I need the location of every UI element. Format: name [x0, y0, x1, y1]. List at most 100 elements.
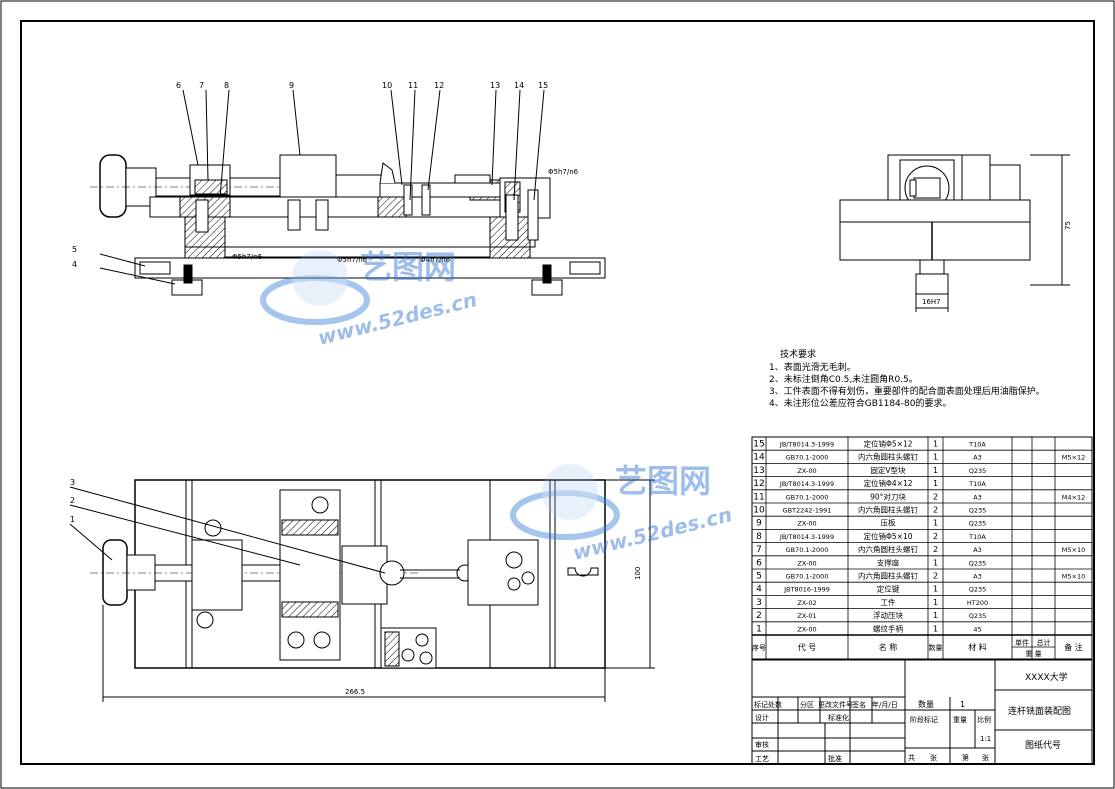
top-balloons: 3 2 1 100 266.5 — [70, 478, 642, 696]
bom-cell-name: 内六角圆柱头螺钉 — [858, 452, 918, 462]
bom-cell-qty: 1 — [933, 611, 938, 620]
tech-item-2: 2、未标注倒角C0.5,未注圆角R0.5。 — [769, 373, 918, 385]
tb-approve: 批准 — [828, 754, 842, 763]
balloon-3: 3 — [70, 478, 75, 487]
bom-cell-qty: 1 — [933, 466, 938, 475]
bom-cell-name: 工件 — [881, 597, 896, 607]
bom-cell-note: M5×12 — [1062, 454, 1085, 462]
bom-cell-code: GB70.1-2000 — [786, 546, 829, 554]
bom-cell-note: M4×12 — [1062, 493, 1085, 501]
bom-header-no: 序号 — [752, 643, 766, 652]
bom-cell-code: GB70.1-2000 — [786, 573, 829, 581]
balloon-4: 4 — [72, 260, 77, 269]
bom-cell-qty: 2 — [933, 572, 938, 581]
bom-cell-code: ZX-02 — [797, 599, 816, 607]
bom-cell-code: GBT2242-1991 — [783, 507, 832, 515]
bom-cell-qty: 2 — [933, 545, 938, 554]
bom-cell-no: 2 — [756, 611, 762, 621]
bom-cell-code: ZX-01 — [797, 612, 816, 620]
front-view — [90, 89, 606, 296]
bom-cell-qty: 1 — [933, 453, 938, 462]
bom-cell-code: ZX-00 — [797, 559, 816, 567]
fit-label-4: Φ4h7/n6 — [420, 256, 451, 264]
bom-cell-material: Q235 — [969, 520, 987, 528]
bom-cell-material: A3 — [973, 546, 982, 554]
title-block — [751, 659, 1093, 765]
bom-cell-no: 1 — [756, 624, 762, 634]
bom-cell-name: 内六角圆柱头螺钉 — [858, 505, 918, 515]
tech-requirements: 技术要求 1、表面光滑无毛刺。 2、未标注倒角C0.5,未注圆角R0.5。 3、… — [769, 348, 1045, 409]
tb-mark: 标记 — [754, 700, 768, 709]
bom-cell-qty: 1 — [933, 440, 938, 449]
fit-label-2: Φ5h7/n6 — [232, 253, 263, 261]
tb-sheet: 张 — [930, 753, 937, 762]
tb-date: 年/月/日 — [872, 700, 898, 709]
bom-cell-material: A3 — [973, 493, 982, 501]
tb-drawing-name: 连杆铣面装配图 — [1008, 705, 1071, 717]
bom-cell-material: A3 — [973, 573, 982, 581]
bom-cell-no: 5 — [756, 572, 762, 582]
bom-cell-no: 11 — [753, 492, 764, 502]
tb-check: 审核 — [755, 740, 769, 749]
bom-header-code: 代 号 — [798, 642, 817, 652]
tb-count: 处数 — [768, 700, 782, 709]
balloon-14: 14 — [514, 81, 524, 90]
tb-drawing-code: 图纸代号 — [1025, 739, 1061, 751]
tb-process: 工艺 — [755, 755, 769, 763]
bom-cell-qty: 2 — [933, 532, 938, 541]
bom-header-note: 备 注 — [1064, 642, 1083, 652]
tb-total: 共 — [908, 753, 915, 762]
side-dim-height: 75 — [1064, 221, 1072, 230]
balloon-1: 1 — [70, 515, 75, 524]
tb-weight: 重量 — [953, 716, 967, 724]
bom-cell-material: HT200 — [967, 599, 988, 607]
balloon-5: 5 — [72, 245, 77, 254]
bom-cell-name: 固定V型块 — [870, 465, 906, 475]
bom-cell-name: 90°对刀块 — [870, 491, 906, 501]
bom-cell-note: M5×10 — [1062, 573, 1085, 581]
bom-cell-material: Q235 — [969, 507, 987, 515]
tech-title: 技术要求 — [780, 348, 816, 360]
bom-cell-name: 定位销Φ5×10 — [863, 531, 912, 541]
top-dim-height: 100 — [634, 567, 642, 580]
tech-item-1: 1、表面光滑无毛刺。 — [769, 361, 856, 373]
bom-header-weight: 重 量 — [1025, 650, 1041, 658]
bom-cell-qty: 1 — [933, 558, 938, 567]
tech-item-4: 4、未注形位公差应符合GB1184-80的要求。 — [769, 397, 951, 409]
tb-stage: 阶段标记 — [910, 715, 938, 724]
bom-cell-code: GB70.1-2000 — [786, 493, 829, 501]
balloon-10: 10 — [382, 81, 392, 90]
bom-cell-no: 7 — [756, 545, 762, 555]
bom-cell-material: Q235 — [969, 467, 987, 475]
fit-label-3: Φ5h7/n6 — [337, 256, 368, 264]
bom-cell-material: T10A — [968, 441, 986, 449]
bom-cell-no: 8 — [756, 532, 762, 542]
bom-cell-code: ZX-00 — [797, 467, 816, 475]
bom-header-name: 名 称 — [879, 642, 898, 652]
bom-cell-code: ZX-00 — [797, 625, 816, 633]
tb-standard: 标准化 — [828, 713, 849, 722]
bom-cell-qty: 2 — [933, 506, 938, 515]
bom-cell-material: Q235 — [969, 586, 987, 594]
bom-cell-material: 45 — [973, 625, 981, 633]
tb-page-sheet: 张 — [982, 753, 989, 762]
bom-cell-code: JB/T8014.3-1999 — [779, 533, 834, 541]
tb-school: XXXX大学 — [1025, 671, 1068, 683]
bom-cell-no: 4 — [756, 585, 762, 595]
balloon-8: 8 — [224, 81, 229, 90]
bom-cell-code: JB/T8014.3-1999 — [779, 441, 834, 449]
bom-cell-material: A3 — [973, 454, 982, 462]
bom-header-material: 材 料 — [968, 642, 987, 652]
side-view — [839, 154, 1070, 312]
bom-cell-material: Q235 — [969, 559, 987, 567]
bom-cell-material: T10A — [968, 480, 986, 488]
tb-scale-value: 1:1 — [980, 735, 991, 743]
top-dim-width: 266.5 — [345, 688, 365, 696]
balloon-13: 13 — [490, 81, 500, 90]
bom-cell-no: 14 — [753, 453, 765, 463]
bom-cell-no: 13 — [753, 466, 764, 476]
bom-cell-name: 内六角圆柱头螺钉 — [858, 571, 918, 581]
